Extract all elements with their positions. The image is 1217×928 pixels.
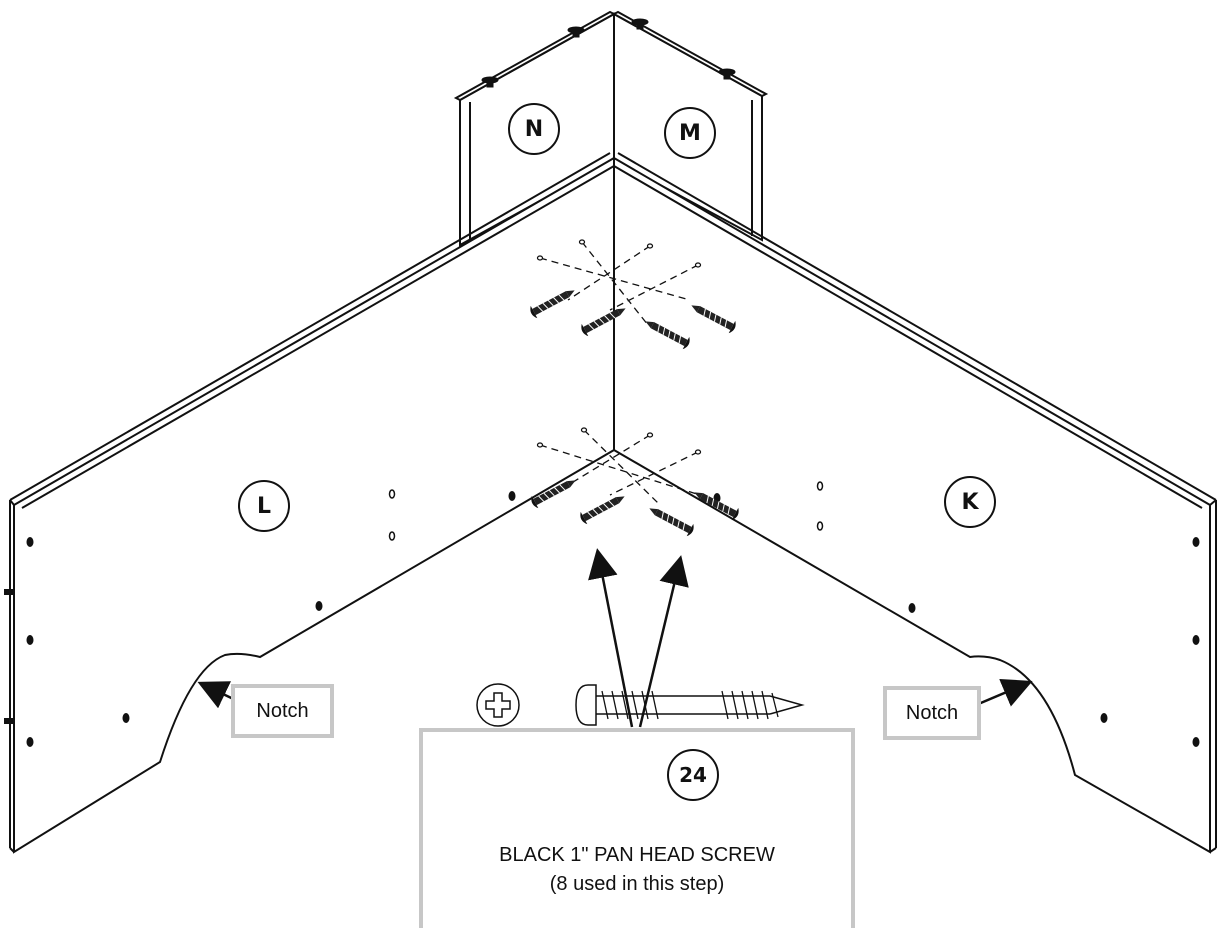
panel-label-n: N [508,103,560,155]
panel-l-drawing [9,152,615,854]
panel-label-m: M [664,107,716,159]
top-cam-studs [481,18,736,88]
left-panel-holes [4,489,516,747]
panel-label-l: L [238,480,290,532]
upper-pilot-holes [536,239,702,268]
pan-head-screw-icon [575,684,805,726]
notch-callout-left: Notch [231,684,334,738]
lower-pilot-holes [536,427,702,455]
hardware-description: BLACK 1" PAN HEAD SCREW [499,844,775,866]
part-number-badge: 24 [667,749,719,801]
panel-k-drawing [613,152,1217,854]
phillips-head-icon [476,683,520,727]
upper-screw-guides [539,241,699,326]
hardware-arrows [588,548,689,728]
hardware-quantity-note: (8 used in this step) [549,873,725,895]
right-panel-holes [713,481,1200,747]
panel-label-k: K [944,476,996,528]
hardware-callout-box: 24 BLACK 1" PAN HEAD SCREW (8 used in th… [419,728,855,928]
notch-callout-right: Notch [883,686,981,740]
